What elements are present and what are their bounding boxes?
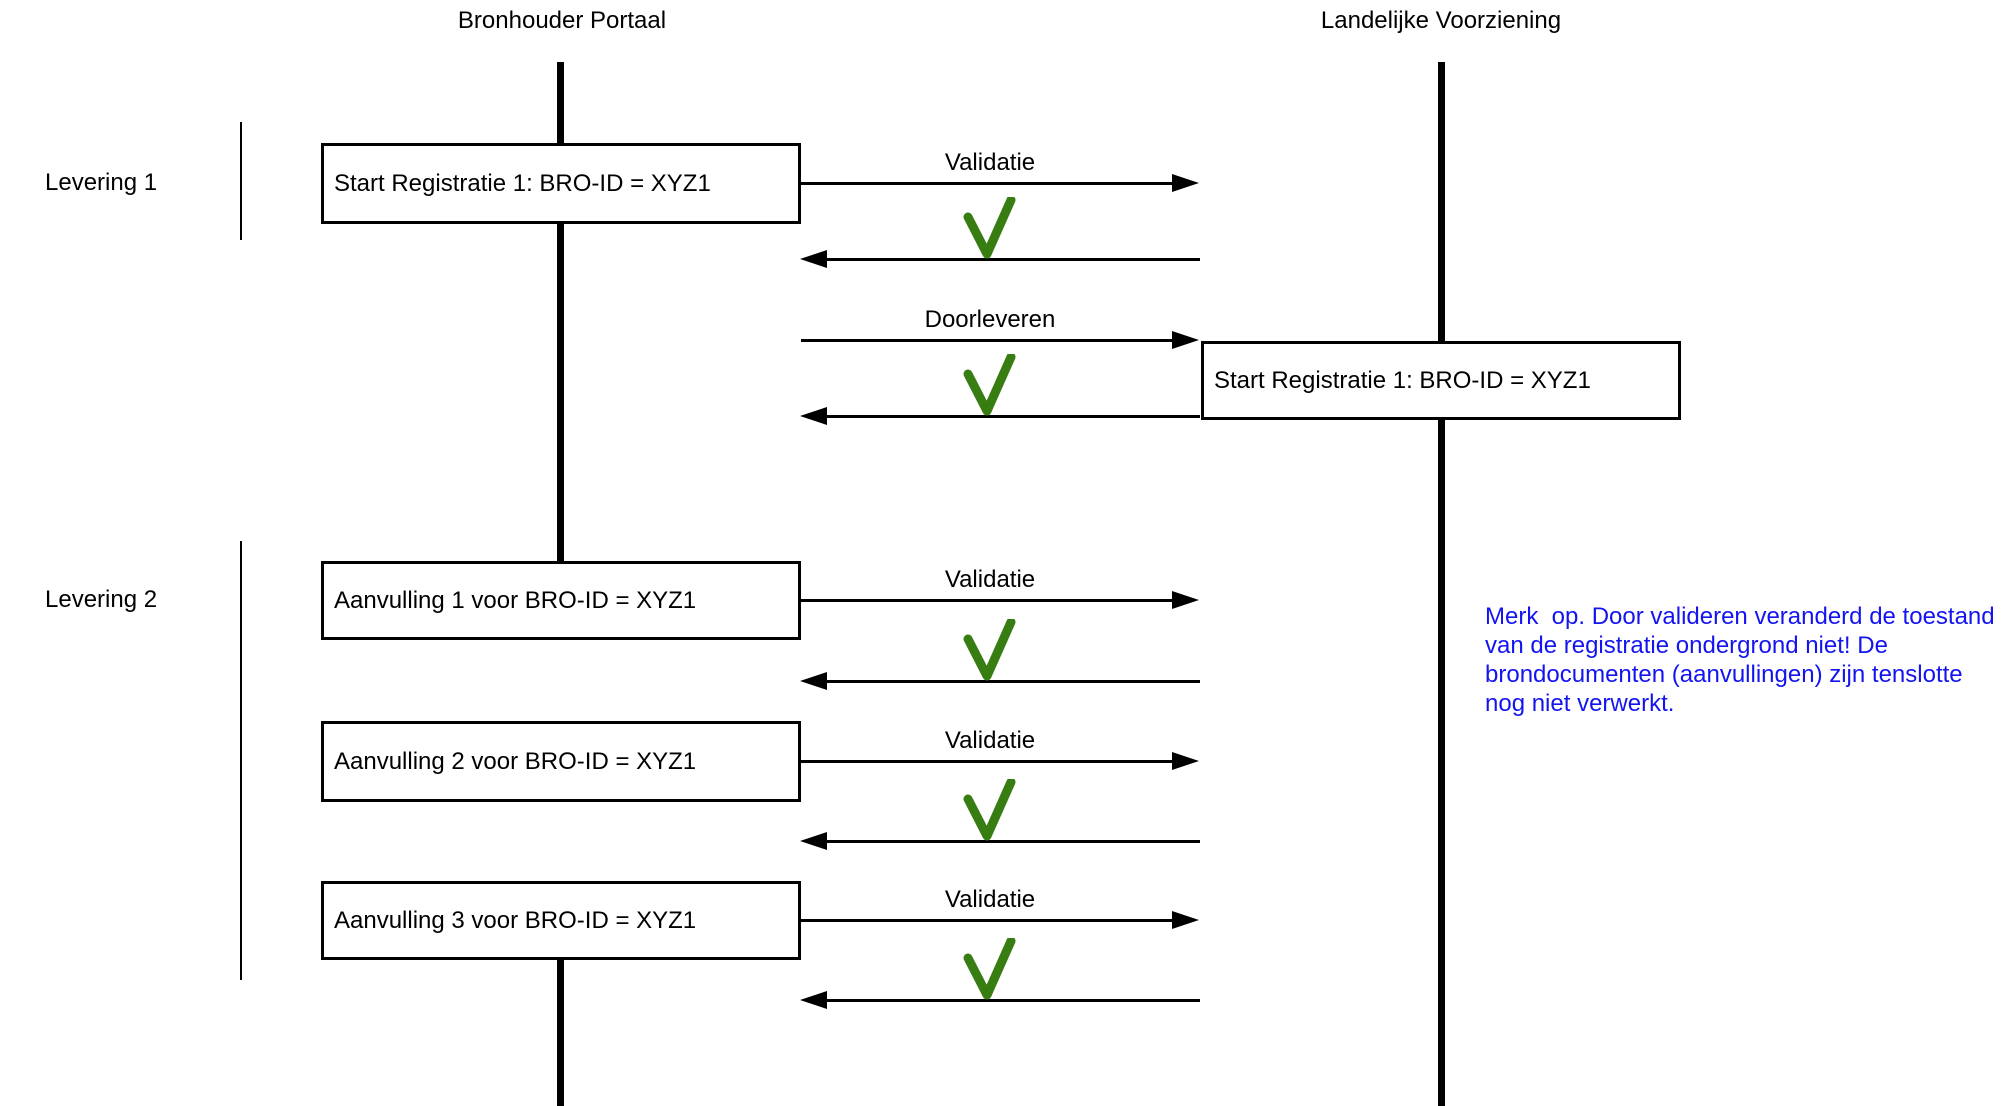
lifeline-landelijke-voorziening: [1438, 62, 1445, 1106]
return-arrow-3-line: [822, 680, 1200, 683]
checkmark-success-icon: [963, 354, 1016, 416]
arrow-label-validatie-4: Validatie: [944, 886, 1036, 913]
lifeline-bronhouder-segment-top: [557, 62, 564, 143]
actor-title-bronhouder-portaal: Bronhouder Portaal: [457, 7, 667, 34]
return-arrow-3-head-icon: [800, 672, 827, 690]
group-label-levering-2: Levering 2: [45, 586, 158, 613]
return-arrow-5-line: [822, 999, 1200, 1002]
arrow-validatie-2-head-icon: [1172, 591, 1199, 609]
return-arrow-4-line: [822, 840, 1200, 843]
return-arrow-2-line: [822, 415, 1200, 418]
return-arrow-1-line: [822, 258, 1200, 261]
checkmark-success-icon: [963, 779, 1016, 841]
return-arrow-4-head-icon: [800, 832, 827, 850]
arrow-validatie-3-head-icon: [1172, 752, 1199, 770]
arrow-label-doorleveren: Doorleveren: [924, 306, 1056, 333]
box-start-registratie-portaal: Start Registratie 1: BRO-ID = XYZ1: [321, 143, 801, 224]
arrow-validatie-4-line: [801, 919, 1176, 922]
box-aanvulling-3: Aanvulling 3 voor BRO-ID = XYZ1: [321, 881, 801, 960]
arrow-label-validatie-1: Validatie: [944, 149, 1036, 176]
checkmark-success-icon: [963, 938, 1016, 1000]
arrow-validatie-4-head-icon: [1172, 911, 1199, 929]
box-start-registratie-landelijke-voorziening: Start Registratie 1: BRO-ID = XYZ1: [1201, 341, 1681, 420]
arrow-validatie-1-line: [801, 182, 1176, 185]
actor-title-landelijke-voorziening: Landelijke Voorziening: [1320, 7, 1562, 34]
box-aanvulling-1: Aanvulling 1 voor BRO-ID = XYZ1: [321, 561, 801, 640]
box-aanvulling-2: Aanvulling 2 voor BRO-ID = XYZ1: [321, 721, 801, 802]
return-arrow-2-head-icon: [800, 407, 827, 425]
return-arrow-1-head-icon: [800, 250, 827, 268]
lifeline-bronhouder-segment-middle: [557, 224, 564, 561]
arrow-validatie-2-line: [801, 599, 1176, 602]
levering-2-bracket-line: [240, 541, 242, 980]
note-validation-remark: Merk op. Door valideren veranderd de toe…: [1485, 603, 1995, 717]
arrow-doorleveren-head-icon: [1172, 331, 1199, 349]
levering-1-bracket-line: [240, 122, 242, 240]
arrow-label-validatie-2: Validatie: [944, 566, 1036, 593]
arrow-validatie-3-line: [801, 760, 1176, 763]
checkmark-success-icon: [963, 197, 1016, 259]
lifeline-bronhouder-segment-bottom: [557, 960, 564, 1106]
checkmark-success-icon: [963, 619, 1016, 681]
group-label-levering-1: Levering 1: [45, 169, 158, 196]
arrow-label-validatie-3: Validatie: [944, 727, 1036, 754]
arrow-doorleveren-line: [801, 339, 1176, 342]
arrow-validatie-1-head-icon: [1172, 174, 1199, 192]
return-arrow-5-head-icon: [800, 991, 827, 1009]
